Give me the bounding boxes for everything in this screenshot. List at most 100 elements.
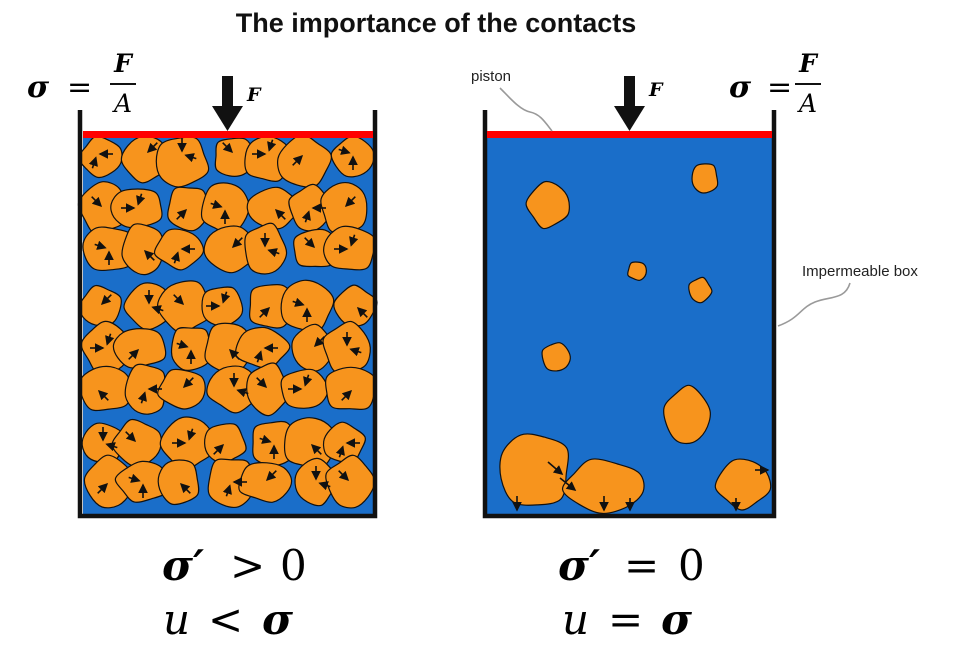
contact-force-arrow [184,153,197,163]
svg-text:=: = [624,541,659,590]
contact-force-arrow [151,305,164,315]
left-box [77,110,378,519]
svg-text:σ′: σ′ [162,541,204,590]
right-box [482,110,777,519]
contact-force-arrow [176,339,189,349]
soil-grain [153,228,205,271]
contact-force-arrow [105,333,115,346]
contact-force-arrow [303,374,313,387]
soil-grain [80,320,131,375]
soil-grain [325,366,377,410]
svg-text:σ′: σ′ [558,541,600,590]
contact-force-arrow [100,294,112,306]
soil-grain [561,458,645,515]
svg-text:=: = [608,595,643,644]
right-grains [499,163,772,515]
contact-force-arrow [91,196,103,208]
soil-grain [325,454,376,509]
contact-force-arrow [187,428,197,441]
contact-force-arrow [125,431,137,443]
right-box-walls [482,110,777,519]
svg-text:u: u [163,595,190,644]
contact-force-arrow [304,237,316,249]
contact-force-arrow [349,347,362,357]
contact-force-arrow [335,445,345,458]
contact-force-arrow [173,294,185,306]
contact-force-arrow [356,306,368,318]
contact-force-arrow [301,210,311,223]
left-contact-arrows [88,138,368,498]
contact-force-arrow [182,377,194,389]
soil-grain [541,342,571,372]
soil-grain [280,368,329,409]
svg-text:A: A [112,89,132,118]
contact-force-arrow [136,193,146,206]
soil-grain [320,181,368,234]
soil-grain [525,180,570,230]
contact-force-arrow [341,389,353,401]
contact-force-arrow [176,208,188,220]
contact-force-arrow [292,154,304,166]
soil-grain [157,459,200,506]
contact-force-arrow [97,389,109,401]
force-label-right: F [648,79,664,101]
svg-text:σ: σ [262,595,293,644]
svg-text:σ: σ [729,70,752,105]
soil-grain [323,225,377,271]
condition-left: σ′ > 0 u < σ [162,541,307,644]
contact-force-arrow [143,249,155,261]
contact-force-arrow [222,484,232,497]
right-piston [487,131,772,138]
contact-force-arrow [267,139,277,152]
soil-grain [82,226,134,272]
soil-grain [112,327,167,369]
stress-formula-left: σ = F A [27,49,136,118]
contact-force-arrow [137,391,147,404]
contact-force-arrow [94,240,107,250]
contact-force-arrow [170,251,180,264]
contact-force-arrow [265,470,277,482]
soil-grain [110,188,163,229]
force-arrow-right [614,76,645,131]
force-arrow-left [212,76,243,131]
soil-grain [499,433,569,506]
contact-force-arrow [236,388,249,398]
soil-grain [244,222,288,275]
contact-force-arrow [256,377,268,389]
contact-force-arrow [88,156,98,169]
contact-force-arrow [222,142,234,154]
contact-force-arrow [231,237,243,249]
contact-force-arrow [292,297,305,307]
contact-force-arrow [179,482,191,494]
svg-text:F: F [798,49,819,78]
contact-force-arrow [128,473,141,483]
contact-force-arrow [559,477,577,491]
contact-force-arrow [105,442,118,452]
svg-text:σ: σ [27,70,50,105]
contact-force-arrow [344,196,356,208]
soil-grain [663,384,711,445]
svg-text:σ: σ [661,595,692,644]
soil-grain [627,261,647,281]
diagram-title: The importance of the contacts [235,8,637,38]
right-contact-arrows [512,461,770,512]
contact-force-arrow [310,443,322,455]
contact-force-arrow [253,350,263,363]
svg-text:<: < [208,595,243,644]
contact-force-arrow [267,248,280,258]
svg-text:=: = [767,70,792,105]
condition-right: σ′ = 0 u = σ [558,541,705,644]
contact-force-arrow [210,199,223,209]
impermeable-box-label: Impermeable box [802,263,918,280]
soil-grain [294,457,339,507]
contact-force-arrow [338,470,350,482]
contact-force-arrow [213,443,225,455]
soil-grain [246,186,303,230]
contact-force-arrow [221,291,231,304]
contact-force-arrow [338,145,351,155]
stress-formula-right: σ = F A [729,49,821,118]
left-piston [83,131,373,138]
contact-force-arrow [547,461,564,476]
svg-text:0: 0 [678,541,705,590]
